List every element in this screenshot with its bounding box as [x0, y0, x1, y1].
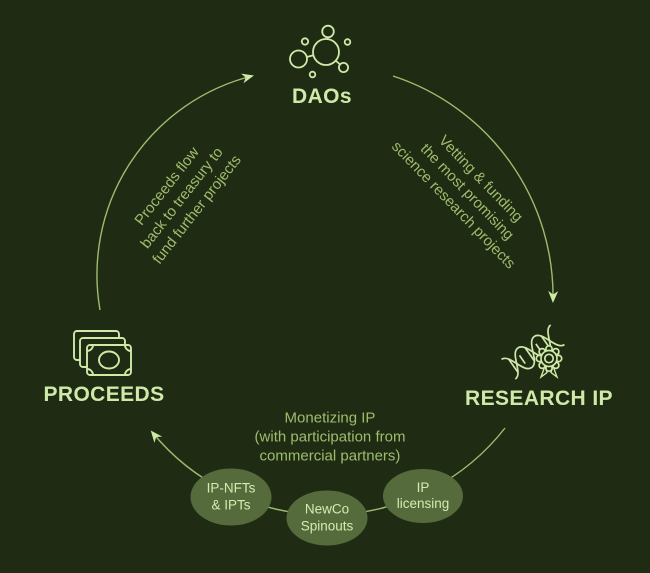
research-ip-label: RESEARCH IP [465, 387, 613, 410]
dna-award-icon [501, 324, 565, 380]
badge-line: Spinouts [300, 518, 354, 533]
annotation-line: Monetizing IP [284, 409, 376, 427]
badge-line: IP-NFTs [206, 480, 256, 496]
daos-label: DAOs [292, 85, 352, 108]
badge-line: & IPTs [211, 497, 251, 512]
annotation-research-to-proceeds: Monetizing IP (with participation from c… [255, 409, 406, 466]
arc-proceeds-to-daos [96, 73, 254, 311]
badge-line: NewCo [304, 501, 350, 517]
arc-daos-to-research [392, 75, 559, 303]
proceeds-label: PROCEEDS [43, 383, 165, 406]
badge-ip-licensing: IP licensing [383, 469, 463, 523]
badge-line: licensing [396, 496, 450, 511]
badge-line: IP [416, 479, 430, 495]
cash-icon [73, 330, 132, 376]
badge-ip-nfts-ipts: IP-NFTs & IPTs [190, 468, 272, 526]
annotation-line: (with participation from [254, 428, 406, 446]
award-rosette [535, 344, 563, 379]
badge-newco-spinouts: NewCo Spinouts [286, 490, 368, 546]
annotation-line: commercial partners) [259, 447, 401, 465]
molecule-icon [289, 24, 352, 79]
